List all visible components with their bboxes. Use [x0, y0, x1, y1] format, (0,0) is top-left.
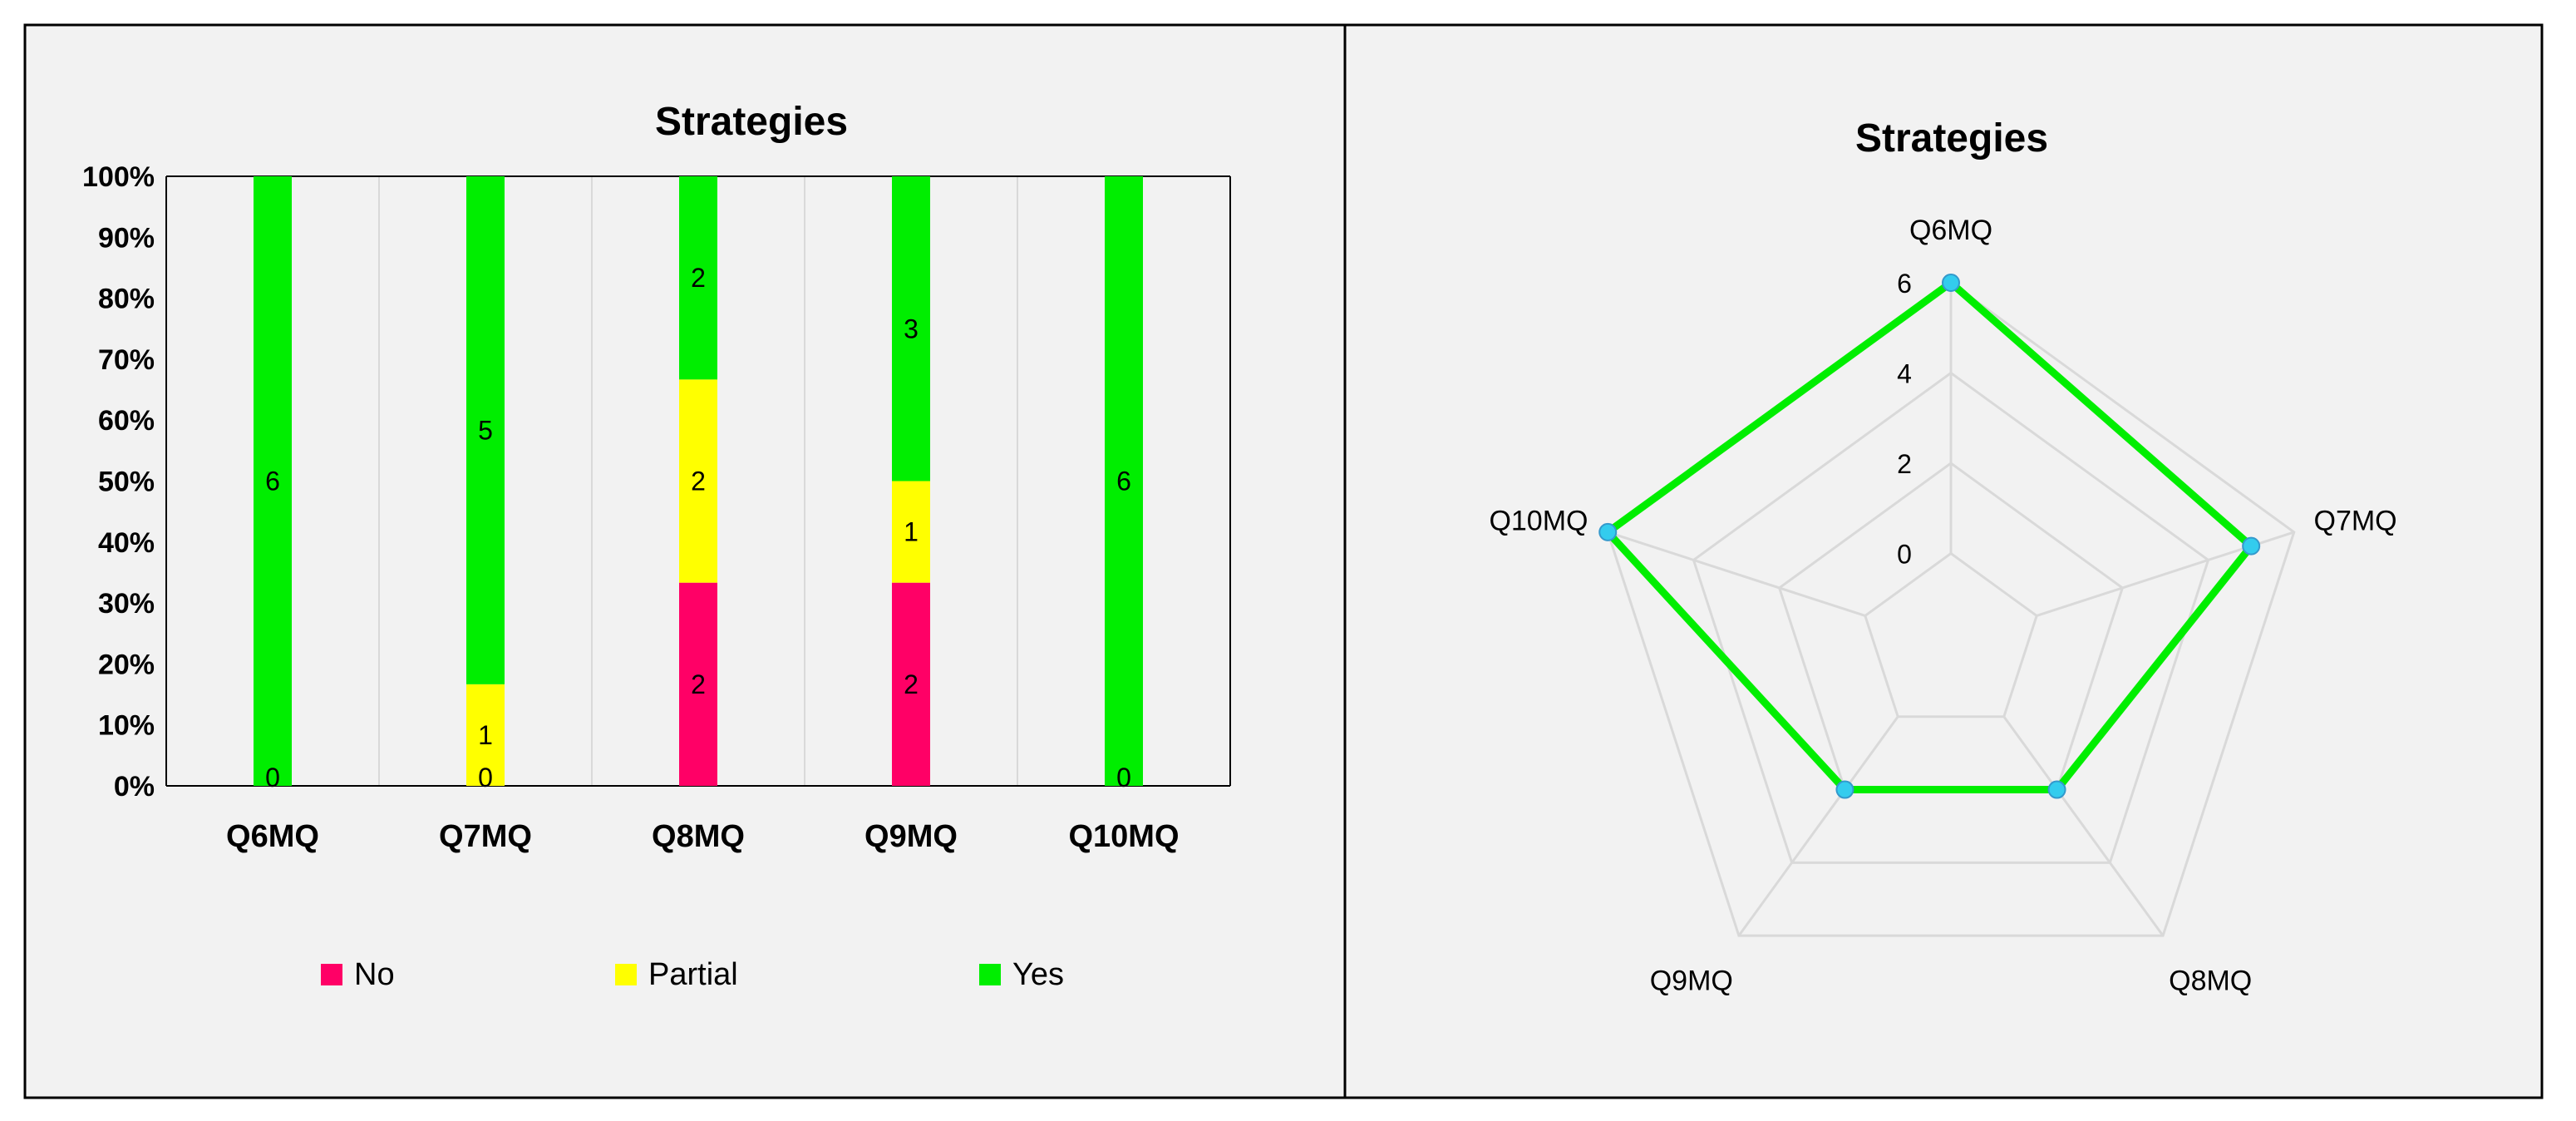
legend-swatch	[321, 964, 342, 985]
legend-swatch	[615, 964, 637, 985]
radar-point-q9mq	[1835, 780, 1854, 799]
bar-no-q8mq	[679, 582, 717, 786]
bar-yes-q8mq	[679, 176, 717, 380]
radar-category-label: Q7MQ	[2314, 506, 2397, 537]
radar-chart-panel	[1343, 23, 2544, 1099]
legend-item-partial: Partial	[615, 957, 738, 992]
y-tick-label: 40%	[98, 527, 155, 559]
bar-yes-q7mq	[466, 176, 505, 684]
data-label: 1	[478, 720, 493, 750]
y-tick-label: 60%	[98, 405, 155, 437]
radar-chart: Strategies 0 2 4 6 Q6MQ Q7MQ Q8MQ Q9MQ Q10MQ	[1489, 116, 2396, 996]
legend-item-no: No	[321, 957, 395, 992]
data-label: 0	[1116, 763, 1131, 793]
radar-grid-ring	[1692, 371, 2210, 864]
radar-category-label: Q10MQ	[1489, 506, 1588, 537]
data-label: 5	[478, 415, 493, 445]
data-label: 2	[904, 669, 919, 699]
bar-partial-q8mq	[679, 379, 717, 583]
legend-label: Partial	[648, 957, 738, 992]
bar-chart-data-labels: 0 6 0 1 5 2 2 2 2 1 3 0 6	[265, 263, 1131, 793]
radar-point-q6mq	[1942, 274, 1960, 292]
stacked-bar-chart: Strategies 0% 10% 20% 30% 40% 50% 60% 70% 80% 90%…	[82, 100, 1231, 992]
radial-tick-label: 4	[1897, 359, 1912, 389]
y-tick-label: 20%	[98, 649, 155, 680]
y-tick-label: 80%	[98, 284, 155, 315]
bar-chart-legend: No Partial Yes	[321, 957, 1064, 992]
bar-chart-bars	[254, 176, 1143, 786]
radar-chart-category-labels: Q6MQ Q7MQ Q8MQ Q9MQ Q10MQ	[1489, 215, 2396, 996]
data-label: 6	[1116, 467, 1131, 496]
y-tick-label: 90%	[98, 222, 155, 254]
bar-chart-y-axis: 0% 10% 20% 30% 40% 50% 60% 70% 80% 90% 100%	[82, 161, 155, 802]
radar-series-line	[1603, 279, 2255, 794]
data-label: 0	[265, 763, 280, 793]
data-label: 0	[478, 763, 493, 793]
data-label: 1	[904, 517, 919, 547]
radar-category-label: Q8MQ	[2169, 965, 2252, 996]
radial-tick-label: 2	[1897, 449, 1912, 479]
data-label: 6	[265, 467, 280, 496]
radar-spoke	[1607, 531, 1866, 617]
radar-chart-title: Strategies	[1855, 116, 2048, 160]
bar-no-q9mq	[892, 582, 930, 786]
y-tick-label: 10%	[98, 710, 155, 742]
radar-category-label: Q9MQ	[1650, 965, 1733, 996]
bar-yes-q9mq	[892, 176, 930, 481]
y-tick-label: 30%	[98, 588, 155, 620]
legend-item-yes: Yes	[979, 957, 1064, 992]
radial-tick-label: 6	[1897, 269, 1912, 299]
bar-chart-gridlines	[165, 175, 1231, 787]
y-tick-label: 0%	[114, 771, 155, 802]
radar-point-q8mq	[2047, 780, 2066, 799]
radar-category-label: Q6MQ	[1909, 215, 1992, 246]
data-label: 2	[691, 467, 706, 496]
bar-yes-q6mq	[254, 176, 292, 786]
x-tick-label: Q9MQ	[864, 819, 958, 854]
radar-grid-ring	[1864, 551, 2038, 719]
x-tick-label: Q6MQ	[226, 819, 319, 854]
radar-point-q7mq	[2242, 536, 2261, 556]
legend-label: No	[354, 957, 395, 992]
bar-chart-x-axis: Q6MQ Q7MQ Q8MQ Q9MQ Q10MQ	[226, 819, 1179, 854]
x-tick-label: Q8MQ	[652, 819, 745, 854]
y-tick-label: 70%	[98, 344, 155, 376]
legend-swatch	[979, 964, 1001, 985]
y-tick-label: 50%	[98, 467, 155, 498]
data-label: 2	[691, 669, 706, 699]
bar-yes-q10mq	[1105, 176, 1143, 786]
x-tick-label: Q10MQ	[1068, 819, 1179, 854]
data-label: 3	[904, 314, 919, 343]
radar-spoke	[2002, 715, 2165, 936]
data-label: 2	[691, 263, 706, 293]
radar-chart-series	[1598, 274, 2261, 799]
legend-label: Yes	[1012, 957, 1064, 992]
bar-partial-q9mq	[892, 481, 930, 583]
radar-spoke	[1737, 715, 1899, 936]
radial-tick-label: 0	[1897, 540, 1912, 570]
x-tick-label: Q7MQ	[439, 819, 532, 854]
y-tick-label: 100%	[82, 161, 155, 193]
radar-chart-radial-axis: 0 2 4 6	[1897, 269, 1912, 570]
radar-point-q10mq	[1598, 522, 1618, 541]
bar-chart-title: Strategies	[655, 100, 848, 144]
bar-partial-q7mq	[466, 684, 505, 786]
